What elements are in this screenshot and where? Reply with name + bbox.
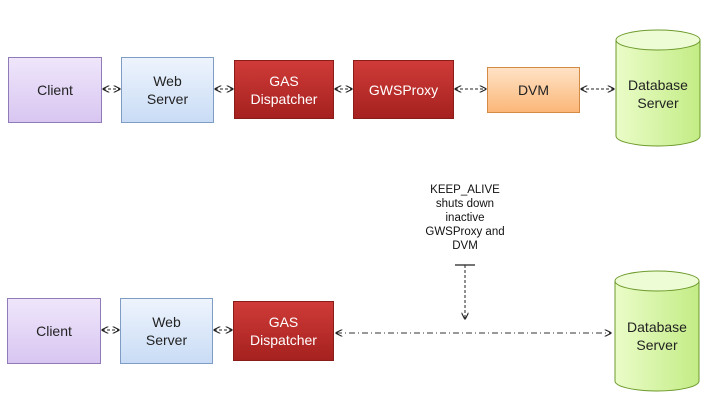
- database-server-label-bottom: Database Server: [627, 319, 687, 353]
- dvm-label: DVM: [517, 82, 550, 98]
- database-cylinder-top: [615, 29, 701, 147]
- gws-proxy-label: GWSProxy: [368, 81, 439, 98]
- database-server-text-bottom: Database Server: [615, 314, 699, 358]
- client-label-top: Client: [37, 82, 73, 98]
- gas-dispatcher-label-bottom: GAS Dispatcher: [250, 314, 317, 348]
- dvm-box: DVM: [487, 67, 580, 113]
- web-server-box-bottom: Web Server: [120, 298, 213, 364]
- gas-dispatcher-box-bottom: GAS Dispatcher: [233, 301, 334, 361]
- database-cylinder-bottom: [614, 270, 700, 392]
- database-server-text-top: Database Server: [616, 72, 700, 116]
- web-server-label-bottom: Web Server: [145, 314, 188, 348]
- web-server-label-top: Web Server: [146, 73, 189, 107]
- client-box-bottom: Client: [7, 298, 101, 364]
- gas-dispatcher-box-top: GAS Dispatcher: [234, 60, 334, 119]
- web-server-box-top: Web Server: [121, 57, 214, 123]
- keep-alive-note: KEEP_ALIVE shuts down inactive GWSProxy …: [425, 184, 505, 252]
- gws-proxy-box: GWSProxy: [353, 60, 454, 119]
- gas-dispatcher-label-top: GAS Dispatcher: [250, 72, 318, 107]
- client-box-top: Client: [8, 57, 102, 123]
- client-label-bottom: Client: [36, 323, 72, 339]
- database-server-label-top: Database Server: [628, 77, 688, 111]
